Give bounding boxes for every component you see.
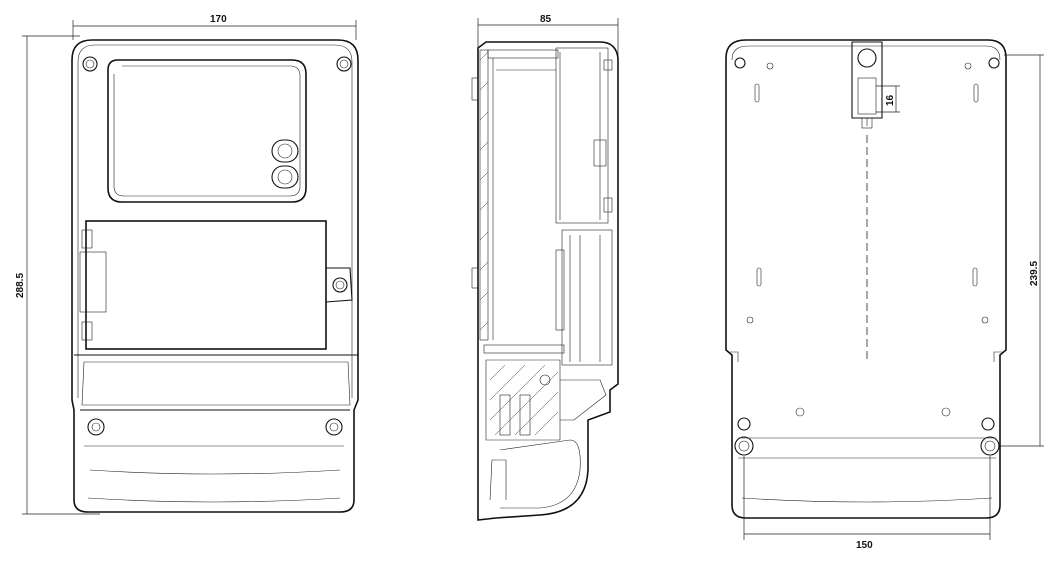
screw-top-right — [336, 56, 352, 72]
side-view: 85 — [471, 14, 619, 521]
lower-module — [561, 229, 613, 366]
mount-hole-bl — [734, 436, 754, 456]
screw-top-left — [82, 56, 98, 72]
button-upper — [271, 139, 299, 163]
screw-bottom-right — [325, 418, 343, 436]
terminal-cover — [85, 220, 327, 350]
slot-label: 16 — [885, 94, 896, 106]
mount-hole-tl — [734, 57, 746, 69]
front-height-label: 288.5 — [15, 273, 26, 298]
upper-module — [555, 47, 609, 224]
hanging-bracket — [851, 41, 883, 119]
front-view: 170 288.5 — [15, 14, 359, 515]
mount-hole-br — [980, 436, 1000, 456]
terminal-block — [485, 359, 561, 441]
back-view: 16 239.5 — [725, 39, 1044, 551]
mount-height-label: 239.5 — [1029, 261, 1040, 286]
mount-hole-tr — [988, 57, 1000, 69]
front-width-label: 170 — [210, 14, 227, 25]
display-window — [107, 59, 307, 203]
side-depth-label: 85 — [540, 14, 552, 25]
mount-width-label: 150 — [856, 540, 873, 551]
back-housing — [725, 39, 1007, 519]
front-housing — [71, 39, 359, 513]
seal-screw — [332, 277, 348, 293]
side-housing — [477, 41, 619, 521]
screw-bottom-left — [87, 418, 105, 436]
button-lower — [271, 165, 299, 189]
